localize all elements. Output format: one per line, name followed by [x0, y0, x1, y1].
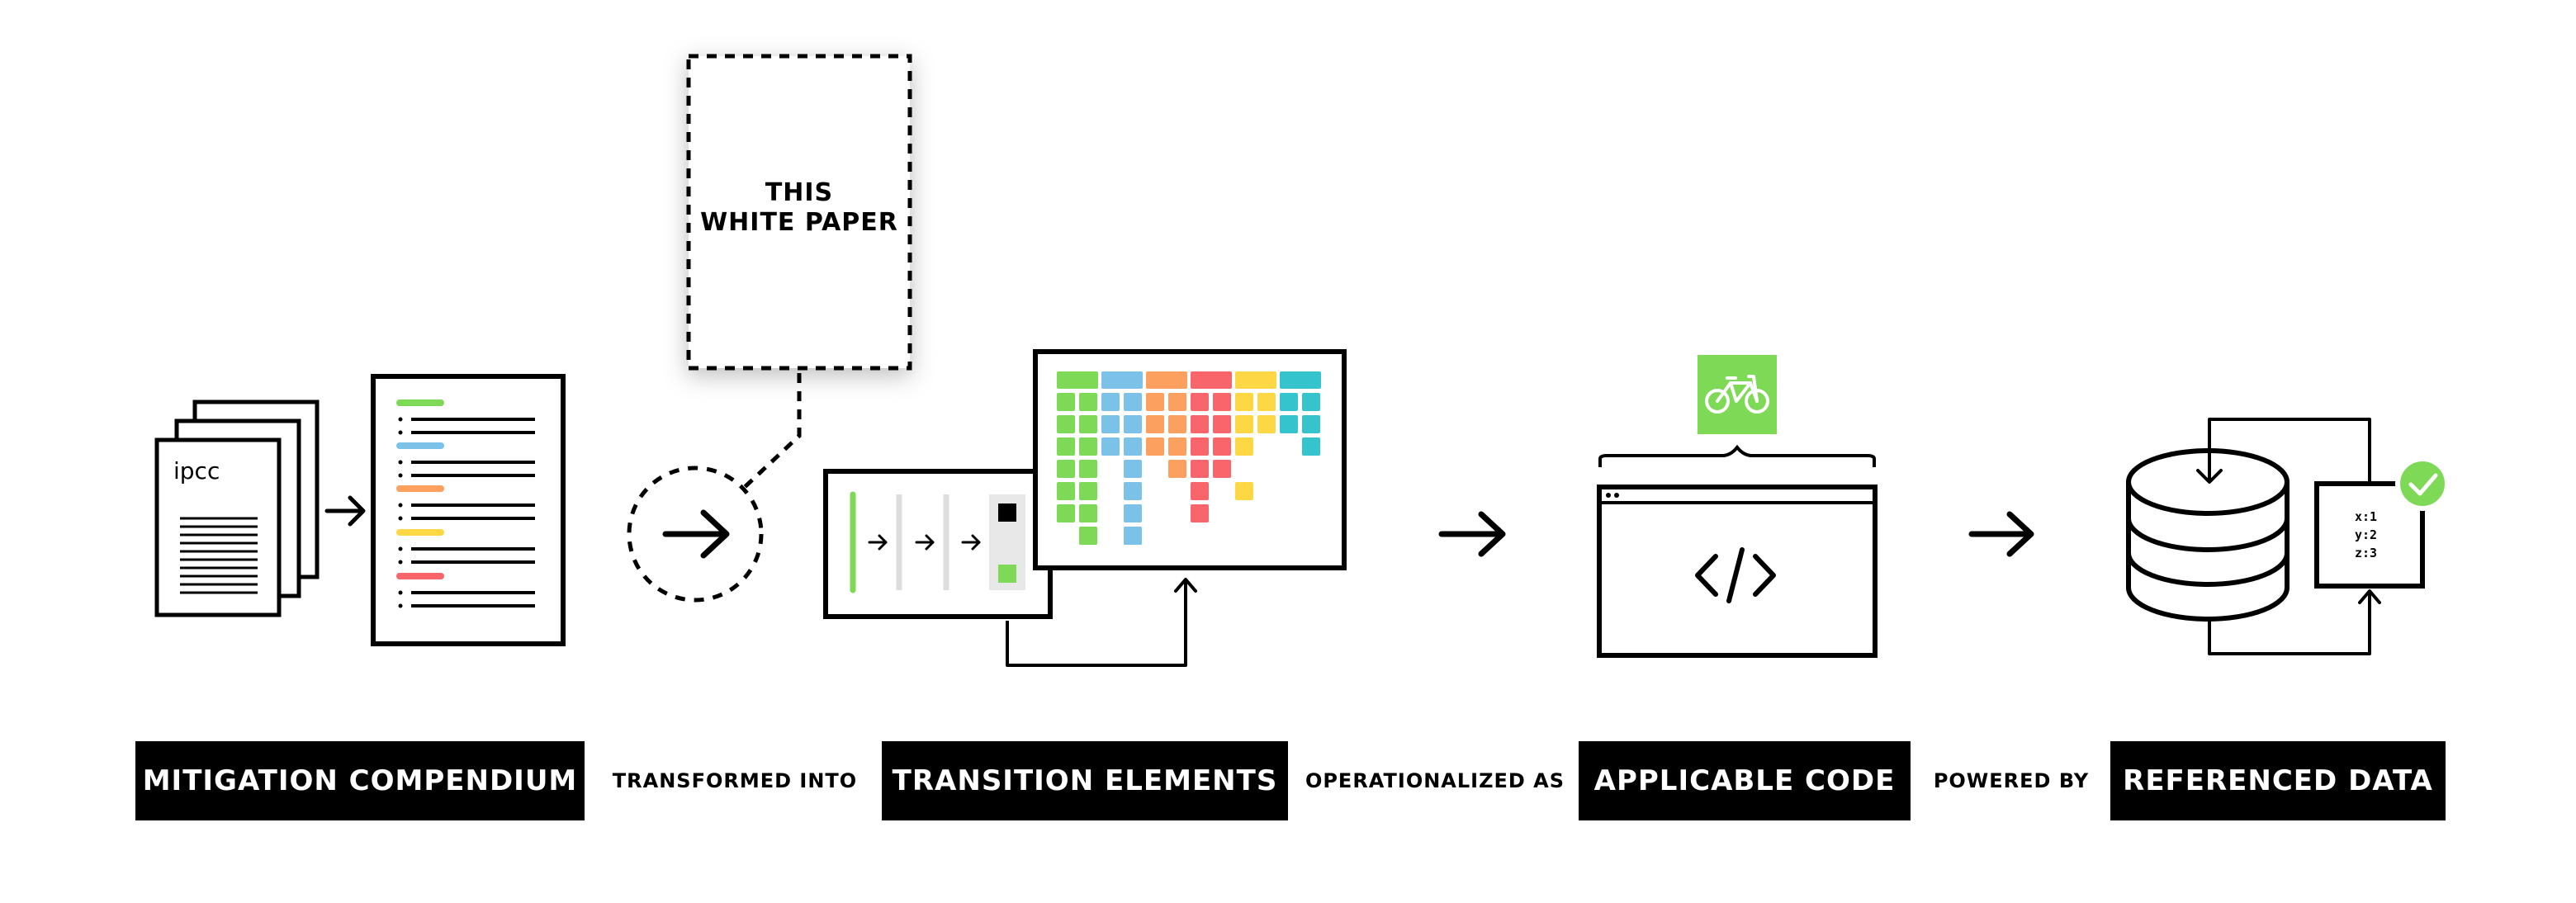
matrix-cell	[1124, 460, 1142, 478]
matrix-cell	[1057, 482, 1075, 500]
matrix-cell	[1146, 415, 1164, 433]
matrix-cell	[1079, 460, 1097, 478]
white-paper-connector	[743, 373, 802, 489]
matrix-cell	[1168, 460, 1186, 478]
matrix-cell	[1191, 415, 1209, 433]
matrix-cell	[1235, 482, 1253, 500]
data-record-line: y:2	[2355, 527, 2377, 542]
transform-circle-icon	[627, 466, 764, 603]
arrow-to-code-icon	[1438, 511, 1506, 557]
matrix-cell	[1280, 393, 1298, 411]
matrix-cell	[1124, 393, 1142, 411]
matrix-cell	[1213, 460, 1231, 478]
matrix-cell	[1168, 437, 1186, 456]
code-window-icon	[1597, 485, 1878, 658]
feedback-arrow-icon	[1174, 578, 1197, 593]
matrix-cell	[1057, 393, 1075, 411]
bicycle-badge-icon	[1698, 355, 1777, 434]
matrix-cell	[1302, 437, 1320, 456]
data-record-line: z:3	[2355, 546, 2377, 560]
matrix-cell	[1213, 393, 1231, 411]
matrix-cell	[1257, 393, 1276, 411]
matrix-cell	[1124, 415, 1142, 433]
matrix-cell	[1079, 527, 1097, 545]
white-paper-line1: THIS	[765, 178, 834, 207]
matrix-cell	[1057, 437, 1075, 456]
matrix-cell	[1302, 415, 1320, 433]
data-loop-arrow-icon	[2196, 469, 2223, 484]
matrix-cell	[1191, 460, 1209, 478]
matrix-cell	[1168, 415, 1186, 433]
connector-operationalized-as: OPERATIONALIZED AS	[1305, 769, 1565, 792]
transition-panel	[823, 469, 1053, 619]
matrix-cell	[1057, 460, 1075, 478]
matrix-cell	[1124, 504, 1142, 522]
matrix-cell	[1191, 504, 1209, 522]
connector-powered-by: POWERED BY	[1933, 769, 2090, 792]
matrix-cell	[1235, 415, 1253, 433]
database-icon	[2126, 448, 2290, 622]
matrix-cell	[1079, 393, 1097, 411]
matrix-cell	[1124, 482, 1142, 500]
matrix-cell	[1213, 437, 1231, 456]
matrix-cell	[1124, 527, 1142, 545]
stage-label-data: REFERENCED DATA	[2110, 741, 2446, 820]
data-record-values: x:1 y:2 z:3	[2355, 509, 2377, 560]
feedback-loop-line	[1006, 579, 1187, 667]
matrix-cell	[1257, 415, 1276, 433]
compendium-index-icon	[371, 374, 566, 646]
matrix-cell	[1191, 482, 1209, 500]
matrix-cell	[1101, 415, 1120, 433]
data-record-line: x:1	[2355, 509, 2377, 524]
document-text-lines	[180, 517, 258, 594]
stage-label-transition: TRANSITION ELEMENTS	[882, 741, 1288, 820]
matrix-cell	[1101, 437, 1120, 456]
matrix-cell	[1235, 393, 1253, 411]
checkmark-badge-icon	[2395, 456, 2450, 511]
matrix-cell	[1101, 393, 1120, 411]
connector-transformed-into: TRANSFORMED INTO	[612, 769, 858, 792]
matrix-cell	[1213, 415, 1231, 433]
matrix-cell	[1079, 415, 1097, 433]
matrix-cell	[1235, 437, 1253, 456]
matrix-cell	[1280, 415, 1298, 433]
data-record-arrow-icon	[2358, 589, 2381, 604]
matrix-cell	[1057, 504, 1075, 522]
stage-label-code: APPLICABLE CODE	[1579, 741, 1911, 820]
matrix-cell	[1146, 437, 1164, 456]
matrix-cell	[1079, 482, 1097, 500]
document-stack-icon	[154, 399, 320, 617]
white-paper-label: THIS WHITE PAPER	[687, 178, 912, 238]
transition-matrix-panel	[1033, 349, 1347, 570]
matrix-cell	[1168, 393, 1186, 411]
matrix-cell	[1079, 504, 1097, 522]
arrow-to-data-icon	[1968, 511, 2034, 557]
code-brace	[1598, 444, 1876, 467]
matrix-cell	[1191, 437, 1209, 456]
matrix-cell	[1057, 415, 1075, 433]
stage-label-mitigation: MITIGATION COMPENDIUM	[135, 741, 585, 820]
matrix-cell	[1302, 393, 1320, 411]
data-loop-top-line	[2208, 418, 2371, 484]
matrix-cell	[1191, 393, 1209, 411]
document-logo: ipcc	[173, 457, 220, 485]
matrix-cell	[1124, 437, 1142, 456]
matrix-cell	[1146, 393, 1164, 411]
small-arrow-icon	[324, 495, 366, 527]
white-paper-card	[686, 54, 912, 371]
matrix-cell	[1079, 437, 1097, 456]
white-paper-line2: WHITE PAPER	[700, 208, 898, 237]
data-loop-bottom-line	[2208, 591, 2371, 655]
